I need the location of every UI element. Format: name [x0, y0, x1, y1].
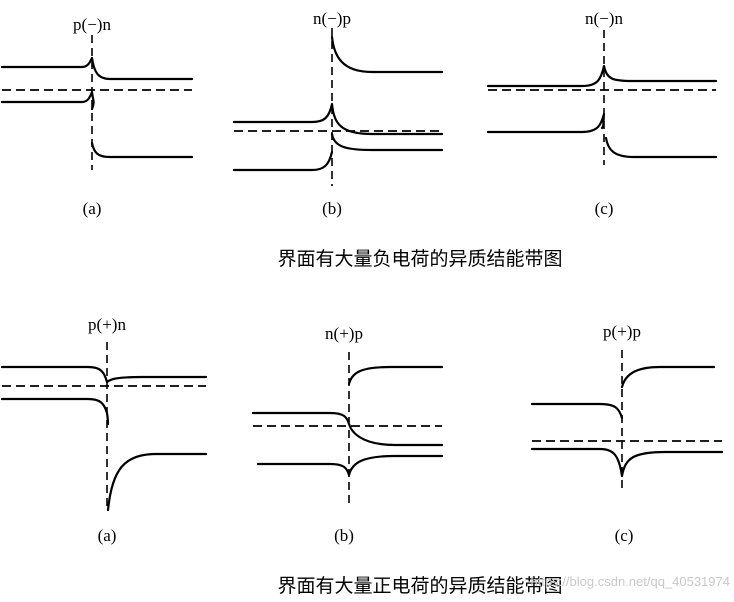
panel-sublabel: (c) — [595, 199, 614, 218]
valence-band-edge-right — [106, 452, 208, 512]
valence-band-edge — [530, 447, 724, 478]
junction-label: p(−)n — [73, 15, 111, 34]
panel-bottom-c: p(+)p (c) — [530, 322, 724, 545]
panel-bottom-a: p(+)n (a) — [0, 315, 208, 545]
junction-label: n(−)p — [313, 9, 351, 28]
panel-top-b: n(−)p (b) — [232, 9, 444, 218]
panel-bottom-b: n(+)p (b) — [251, 324, 444, 545]
valence-band-edge-left — [0, 397, 110, 426]
conduction-band-edge-right — [330, 35, 444, 74]
valence-band-edge-right — [604, 136, 718, 159]
junction-label: p(+)n — [88, 315, 126, 334]
panel-sublabel: (c) — [615, 526, 634, 545]
conduction-band-edge-right — [620, 365, 716, 389]
conduction-band-edge — [232, 102, 444, 136]
panel-sublabel: (a) — [98, 526, 117, 545]
conduction-band-edge — [486, 64, 718, 88]
conduction-band-edge-left — [530, 402, 624, 420]
junction-label: n(−)n — [585, 9, 623, 28]
panel-top-a: p(−)n (a) — [0, 15, 194, 218]
watermark: https://blog.csdn.net/qq_40531974 — [531, 574, 731, 589]
valence-band-edge-left — [0, 90, 95, 111]
panel-sublabel: (b) — [334, 526, 354, 545]
valence-band-edge — [256, 454, 444, 477]
caption-negative-charge: 界面有大量负电荷的异质结能带图 — [277, 248, 562, 270]
valence-band-edge-left — [232, 150, 334, 172]
valence-band-edge-left — [486, 112, 606, 134]
conduction-band-edge — [0, 365, 208, 384]
junction-label: p(+)p — [603, 322, 641, 341]
valence-band-edge-right-connected — [251, 411, 444, 447]
valence-band-edge-right — [90, 141, 194, 159]
junction-label: n(+)p — [325, 324, 363, 343]
conduction-band-edge — [0, 56, 194, 81]
conduction-band-edge-right — [347, 365, 444, 386]
panel-sublabel: (b) — [322, 199, 342, 218]
panel-top-c: n(−)n (c) — [486, 9, 718, 218]
panel-sublabel: (a) — [83, 199, 102, 218]
caption-positive-charge: 界面有大量正电荷的异质结能带图 — [277, 575, 562, 597]
valence-band-edge-right — [330, 132, 444, 152]
